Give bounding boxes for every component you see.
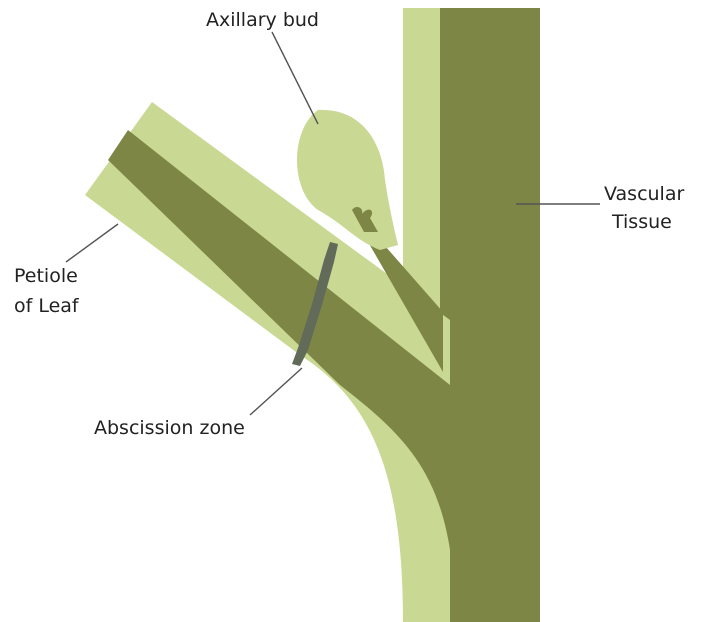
abscission-zone-label: Abscission zone	[94, 416, 245, 440]
abscission-zone-leader	[250, 368, 302, 415]
petiole-label-line2: of Leaf	[14, 294, 79, 318]
axillary-bud-label: Axillary bud	[206, 8, 319, 32]
axillary-bud-leader	[272, 32, 318, 124]
petiole-label-line1: Petiole	[14, 264, 78, 288]
vascular-tissue-label-line1: Vascular	[604, 182, 684, 206]
vascular-tissue-label-line2: Tissue	[612, 210, 672, 234]
petiole-leader	[66, 224, 118, 262]
stem-vascular-tissue	[440, 8, 540, 622]
